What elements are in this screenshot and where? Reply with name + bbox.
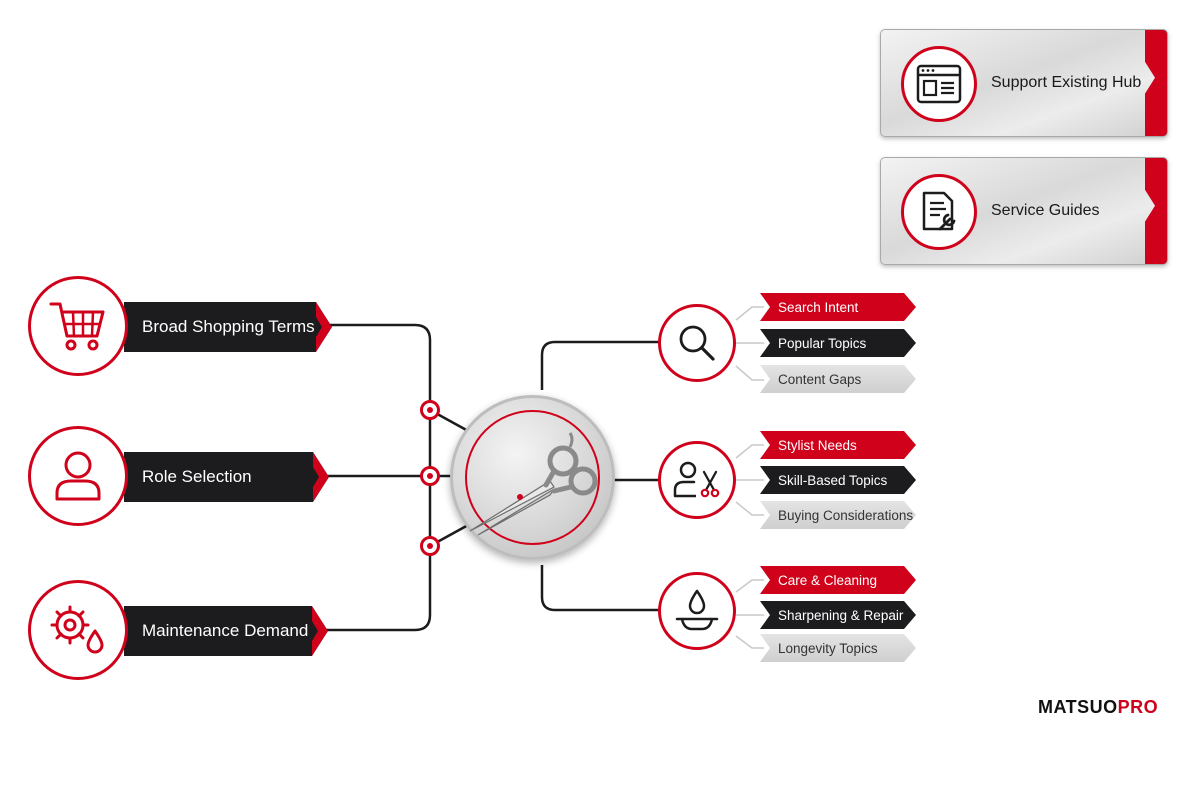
panel-label: Service Guides bbox=[991, 202, 1100, 219]
banner-role-selection: Role Selection bbox=[124, 452, 329, 502]
bracket-stylist bbox=[735, 444, 764, 516]
tag-search-intent: Search Intent bbox=[760, 293, 916, 321]
brand-part-1: MATSUO bbox=[1038, 697, 1118, 717]
scissors-icon bbox=[469, 432, 598, 536]
tag-label: Buying Considerations bbox=[778, 507, 914, 523]
connector-search-group bbox=[540, 340, 660, 390]
brand-part-2: PRO bbox=[1117, 697, 1159, 717]
stylist-scissors-icon bbox=[658, 441, 736, 519]
panel-accent bbox=[1145, 158, 1167, 264]
banner-maintenance-demand: Maintenance Demand bbox=[124, 606, 328, 656]
tag-buying-considerations: Buying Considerations bbox=[760, 501, 916, 529]
tag-stylist-needs: Stylist Needs bbox=[760, 431, 916, 459]
central-hub bbox=[450, 395, 615, 560]
tag-label: Content Gaps bbox=[778, 371, 862, 387]
tag-content-gaps: Content Gaps bbox=[760, 365, 916, 393]
tag-label: Popular Topics bbox=[778, 335, 867, 351]
connector-maintenance bbox=[326, 546, 432, 632]
tag-care-cleaning: Care & Cleaning bbox=[760, 566, 916, 594]
tag-longevity-topics: Longevity Topics bbox=[760, 634, 916, 662]
tag-skill-based-topics: Skill-Based Topics bbox=[760, 466, 916, 494]
document-wrench-icon bbox=[901, 174, 977, 250]
banner-label: Maintenance Demand bbox=[142, 621, 309, 640]
panel-service-guides: Service Guides bbox=[880, 157, 1168, 265]
banner-label: Role Selection bbox=[142, 467, 252, 486]
tag-sharpening-repair: Sharpening & Repair bbox=[760, 601, 916, 629]
bracket-care bbox=[735, 579, 764, 649]
tag-label: Search Intent bbox=[778, 299, 859, 315]
tag-label: Skill-Based Topics bbox=[778, 472, 888, 488]
connector-broad-shopping bbox=[326, 323, 432, 410]
junction-dot-top bbox=[420, 400, 440, 420]
browser-window-icon bbox=[901, 46, 977, 122]
panel-label: Support Existing Hub bbox=[991, 74, 1142, 91]
tag-label: Sharpening & Repair bbox=[778, 607, 904, 623]
user-icon bbox=[28, 426, 128, 526]
tag-label: Stylist Needs bbox=[778, 437, 857, 453]
oil-drop-dish-icon bbox=[658, 572, 736, 650]
bracket-search bbox=[735, 306, 764, 381]
tag-popular-topics: Popular Topics bbox=[760, 329, 916, 357]
panel-support-existing-hub: Support Existing Hub bbox=[880, 29, 1168, 137]
connector-care-group bbox=[540, 565, 660, 612]
brand-logo: MATSUOPRO bbox=[1038, 697, 1158, 718]
tag-label: Care & Cleaning bbox=[778, 572, 878, 588]
gear-droplet-icon bbox=[28, 580, 128, 680]
banner-broad-shopping-terms: Broad Shopping Terms bbox=[124, 302, 332, 352]
shopping-cart-icon bbox=[28, 276, 128, 376]
tag-label: Longevity Topics bbox=[778, 640, 878, 656]
junction-dot-middle bbox=[420, 466, 440, 486]
panel-accent bbox=[1145, 30, 1167, 136]
junction-dot-bottom bbox=[420, 536, 440, 556]
hub-ring bbox=[465, 410, 600, 545]
magnifier-icon bbox=[658, 304, 736, 382]
banner-label: Broad Shopping Terms bbox=[142, 317, 315, 336]
